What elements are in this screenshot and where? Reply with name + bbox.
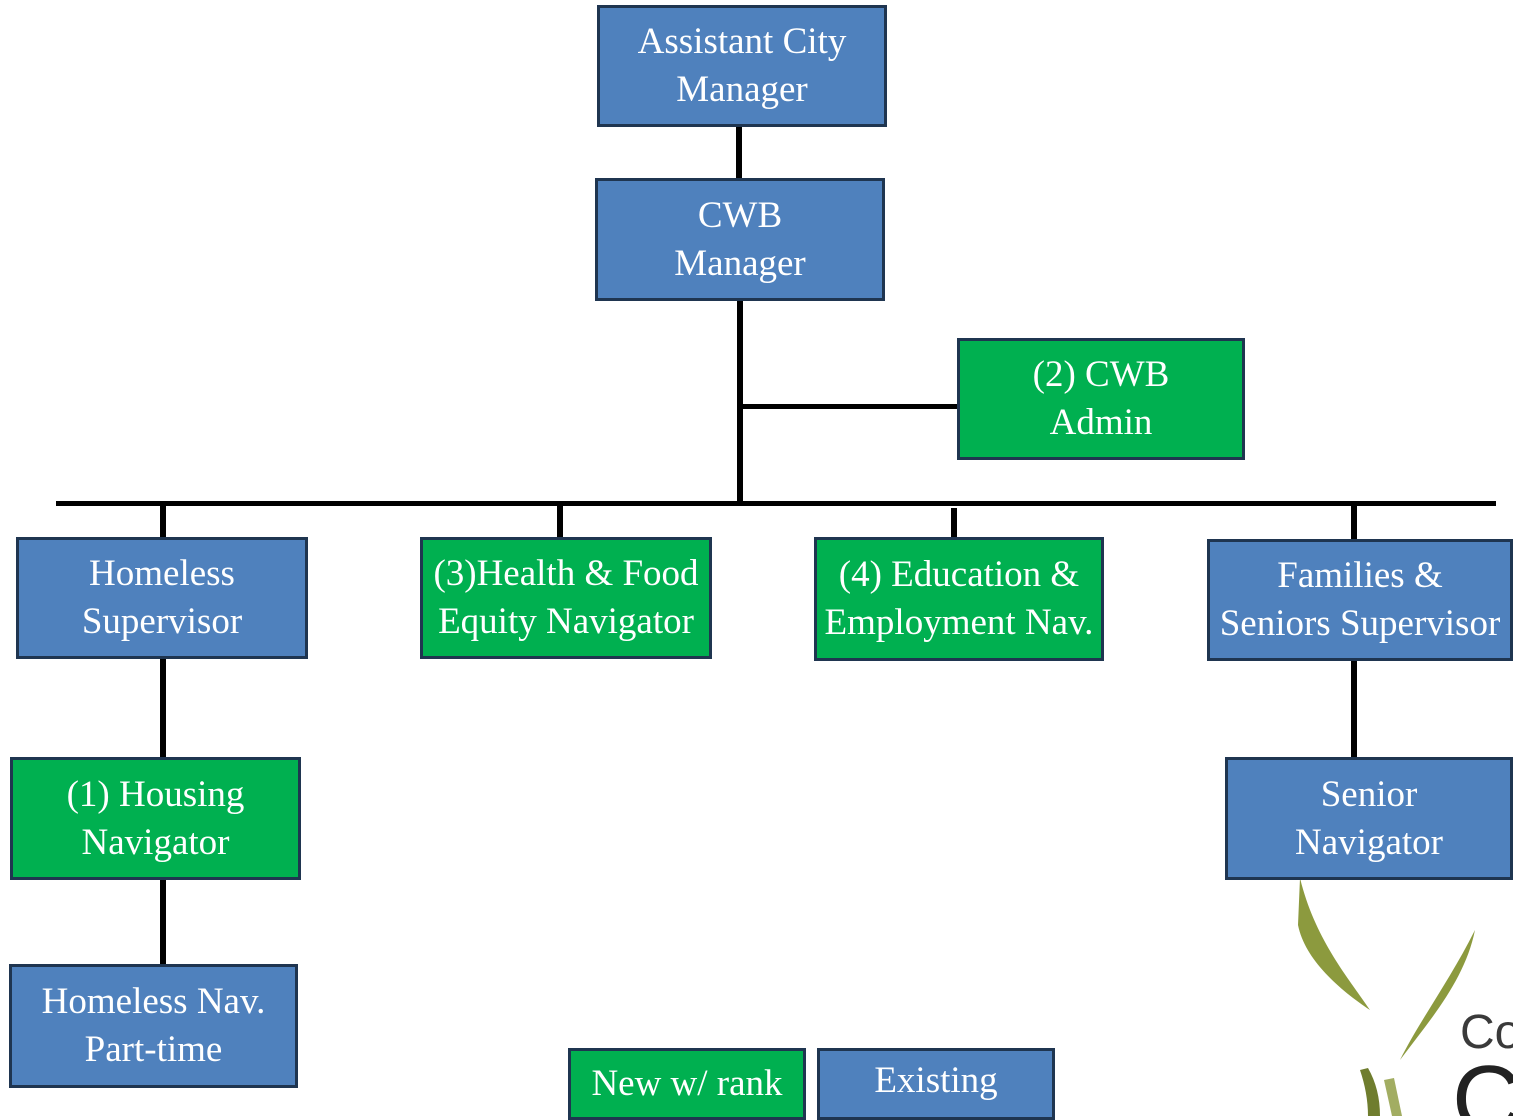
logo-text-partial-1: Co xyxy=(1460,1006,1513,1059)
node-label-line: Part-time xyxy=(84,1029,223,1070)
node-label-line: Families & xyxy=(1277,555,1443,596)
connector-families-to-senior xyxy=(1351,659,1357,759)
node-label-line: Admin xyxy=(1049,402,1153,443)
node-label-line: Equity Navigator xyxy=(438,601,694,642)
node-assistant-city-manager: Assistant City Manager xyxy=(597,5,887,127)
node-homeless-supervisor: Homeless Supervisor xyxy=(16,537,308,659)
legend-new-with-rank: New w/ rank xyxy=(568,1048,806,1120)
node-health-food-equity-navigator: (3)Health & Food Equity Navigator xyxy=(420,537,712,659)
connector-bus-to-homeless-supervisor xyxy=(160,504,166,540)
node-label-line: Seniors Supervisor xyxy=(1219,603,1501,644)
legend-label: New w/ rank xyxy=(591,1063,783,1104)
logo-leaf-left xyxy=(1298,878,1370,1010)
connector-bus-to-families-seniors xyxy=(1351,504,1357,542)
logo-stem-2 xyxy=(1384,1078,1402,1116)
node-cwb-admin: (2) CWB Admin xyxy=(957,338,1245,460)
connector-housing-to-parttime xyxy=(160,877,166,967)
node-homeless-nav-part-time: Homeless Nav. Part-time xyxy=(9,964,298,1088)
node-label-line: Supervisor xyxy=(81,601,243,642)
node-label-line: (2) CWB xyxy=(1032,354,1170,395)
node-label-line: (1) Housing xyxy=(66,773,245,815)
node-senior-navigator: Senior Navigator xyxy=(1225,757,1513,880)
node-housing-navigator: (1) Housing Navigator xyxy=(10,757,301,880)
logo-stem-1 xyxy=(1360,1068,1380,1116)
node-families-seniors-supervisor: Families & Seniors Supervisor xyxy=(1207,539,1513,661)
node-label-line: (4) Education & xyxy=(838,554,1080,595)
node-label-line: Homeless xyxy=(89,553,235,594)
legend-existing: Existing xyxy=(817,1048,1055,1120)
connector-cwb-trunk xyxy=(737,300,743,505)
node-label-line: Senior xyxy=(1320,773,1418,815)
node-label-line: CWB xyxy=(697,194,783,236)
node-label-line: Assistant City xyxy=(637,21,847,62)
node-label-line: (3)Health & Food xyxy=(433,553,699,594)
logo-text-partial-2: C xyxy=(1452,1046,1513,1116)
connector-bus-to-education xyxy=(951,508,957,540)
node-label-line: Navigator xyxy=(81,821,230,863)
node-cwb-manager: CWB Manager xyxy=(595,178,885,301)
legend-label: Existing xyxy=(874,1060,998,1101)
node-label-line: Employment Nav. xyxy=(824,602,1094,643)
connector-trunk-to-admin xyxy=(740,404,960,409)
connector-bus-to-health-food xyxy=(557,504,563,540)
node-label-line: Navigator xyxy=(1295,821,1443,863)
connector-horizontal-bus xyxy=(56,501,1496,506)
connector-acm-to-cwb xyxy=(736,126,742,180)
node-label-line: Manager xyxy=(676,69,808,110)
connector-homeless-sup-to-housing xyxy=(160,657,166,760)
node-label-line: Manager xyxy=(674,242,806,284)
logo-leaf-right xyxy=(1400,930,1475,1060)
node-label-line: Homeless Nav. xyxy=(41,981,266,1022)
city-logo-icon: Co C xyxy=(1298,878,1513,1116)
node-education-employment-nav: (4) Education & Employment Nav. xyxy=(814,537,1104,661)
